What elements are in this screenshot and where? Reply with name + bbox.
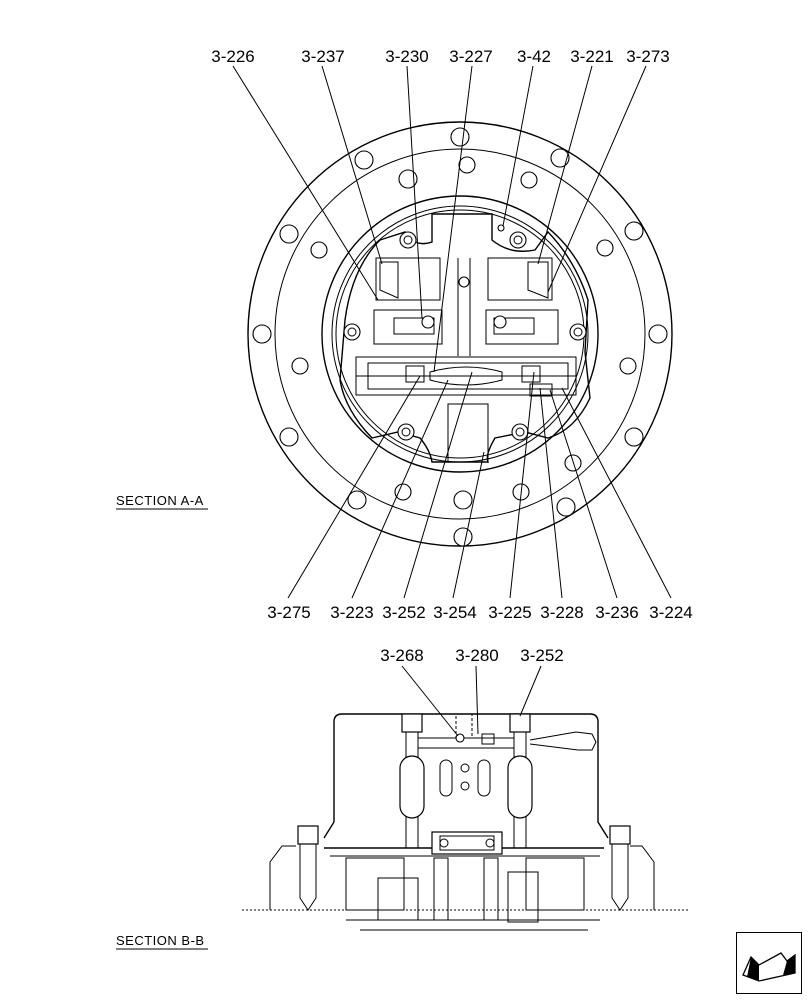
housing-ring	[321, 195, 599, 473]
callout-3-221: 3-221	[570, 47, 613, 66]
callout-3-227: 3-227	[449, 47, 492, 66]
section-b-top-labels: 3-268 3-280 3-252	[380, 646, 563, 665]
callout-3-226: 3-226	[211, 47, 254, 66]
inner-bore-ring	[331, 205, 589, 463]
bolt-circle-ring	[274, 148, 646, 520]
callout-3-280: 3-280	[455, 646, 498, 665]
callout-3-254: 3-254	[433, 603, 476, 622]
next-page-button[interactable]	[736, 932, 802, 994]
callout-3-252-b: 3-252	[520, 646, 563, 665]
callout-3-225: 3-225	[488, 603, 531, 622]
block-bolts	[343, 224, 587, 441]
callout-3-237: 3-237	[301, 47, 344, 66]
section-b-leaders	[401, 665, 542, 737]
internal-passages	[399, 713, 597, 848]
callout-3-223: 3-223	[330, 603, 373, 622]
outer-bolt-holes	[252, 127, 668, 547]
callout-3-252: 3-252	[382, 603, 425, 622]
section-a-bottom-labels: 3-275 3-223 3-252 3-254 3-225 3-228 3-23…	[267, 603, 692, 622]
valve-block	[339, 213, 591, 463]
callout-3-224: 3-224	[649, 603, 692, 622]
end-bolts	[297, 825, 631, 911]
callout-3-230: 3-230	[385, 47, 428, 66]
section-a-top-leaders	[232, 65, 647, 373]
callout-3-228: 3-228	[540, 603, 583, 622]
outer-flange-ring	[247, 121, 673, 547]
lower-block	[345, 831, 600, 931]
spool-details	[393, 315, 553, 397]
callout-3-273: 3-273	[626, 47, 669, 66]
callout-3-236: 3-236	[595, 603, 638, 622]
section-a-drawing: 3-226 3-237 3-230 3-227 3-42 3-221 3-273…	[116, 47, 693, 622]
section-b-drawing: 3-268 3-280 3-252 SECTION B-B	[116, 646, 690, 950]
section-a-title: SECTION A-A	[116, 493, 204, 508]
section-a-bottom-leaders	[287, 371, 672, 599]
callout-3-275: 3-275	[267, 603, 310, 622]
callout-3-42: 3-42	[517, 47, 551, 66]
inner-bolt-holes	[291, 156, 637, 501]
next-page-arrow-icon	[742, 952, 796, 982]
section-b-title: SECTION B-B	[116, 933, 205, 948]
callout-3-268: 3-268	[380, 646, 423, 665]
section-a-top-labels: 3-226 3-237 3-230 3-227 3-42 3-221 3-273	[211, 47, 669, 66]
